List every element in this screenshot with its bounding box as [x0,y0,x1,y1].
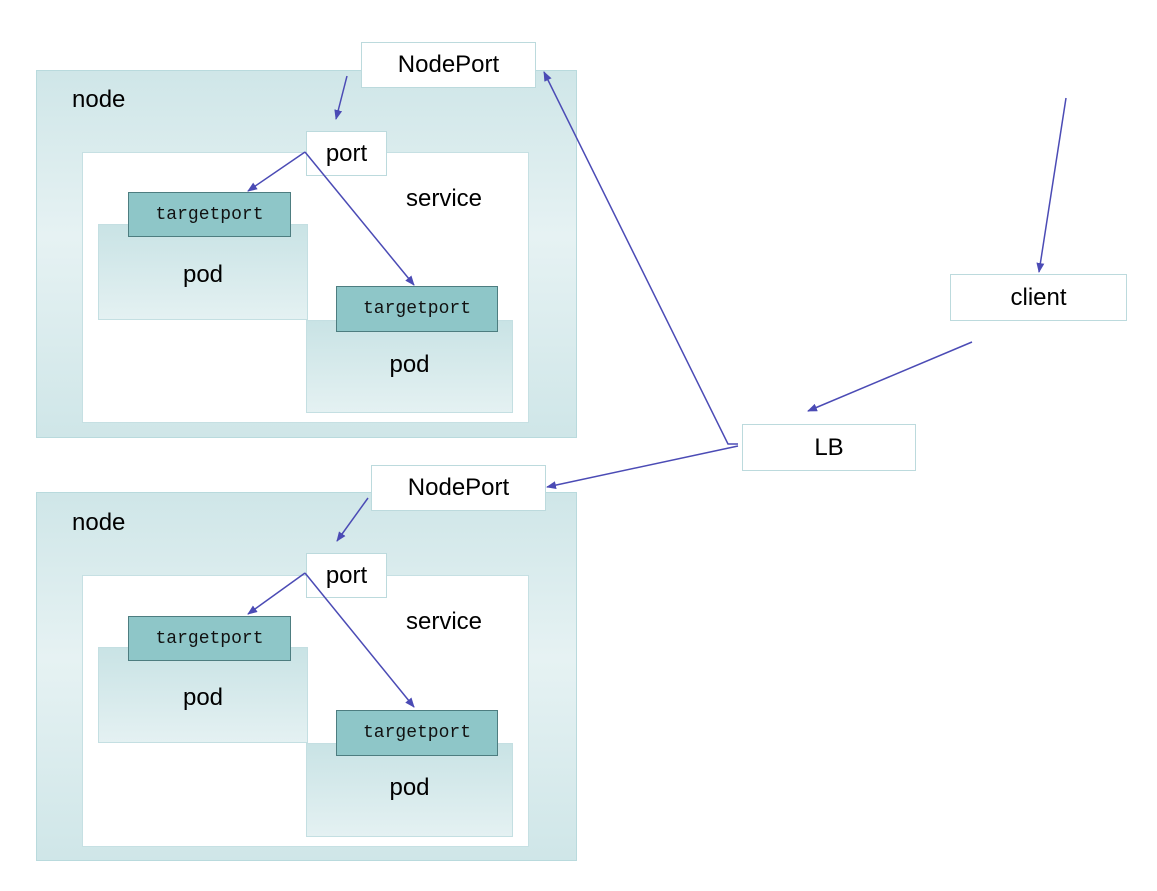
node-2-pod-2: pod [306,743,513,837]
arrow-client-to-lb [807,341,973,412]
node-1-port: port [306,131,387,176]
service-2-label: service [406,608,483,635]
node-2-pod-1-targetport: targetport [128,616,291,661]
node-1-pod-1-targetport: targetport [128,192,291,237]
pod-label: pod [389,351,430,378]
node-1-label: node [72,86,126,113]
client-box: client [950,274,1127,321]
service-1-label: service [406,185,483,212]
pod-label: pod [182,261,224,288]
node-1-pod-1: pod [98,224,308,320]
pod-label: pod [182,684,224,711]
node-2-label: node [72,509,126,536]
node-1-pod-2: pod [306,320,513,413]
node-2-pod-2-targetport: targetport [336,710,498,756]
arrow-lb-to-nodeport-2 [546,445,739,490]
arrow-into-client [1036,97,1067,273]
load-balancer-box: LB [742,424,916,471]
node-1-nodeport: NodePort [361,42,536,88]
pod-label: pod [389,774,430,801]
node-2-nodeport: NodePort [371,465,546,511]
node-2-port: port [306,553,387,598]
node-1-pod-2-targetport: targetport [336,286,498,332]
node-2-pod-1: pod [98,647,308,743]
